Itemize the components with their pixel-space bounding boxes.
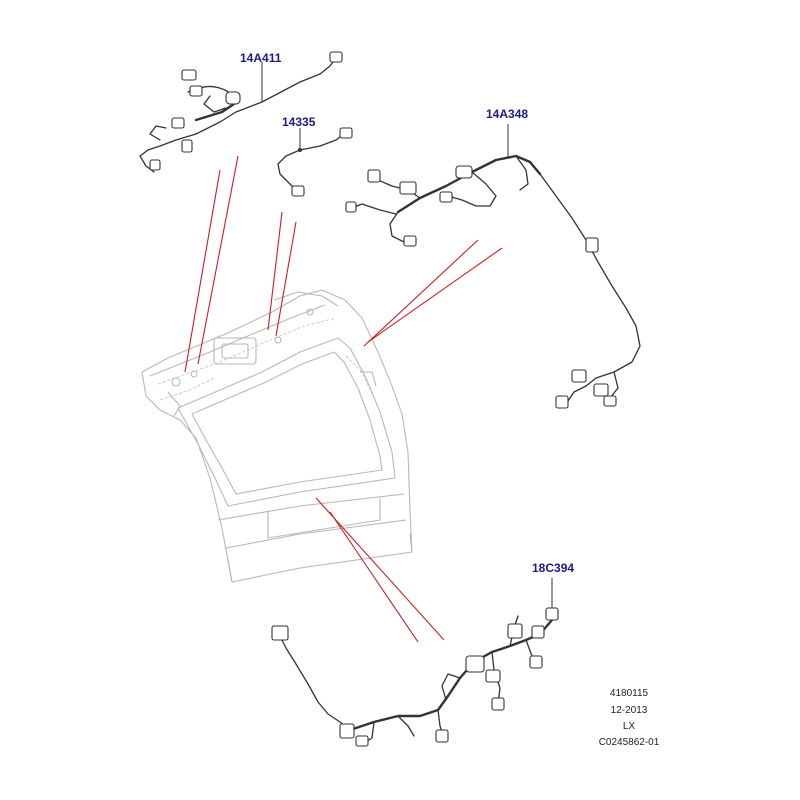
- harness-14a348: [345, 124, 641, 409]
- leader-14335-b: [275, 221, 297, 337]
- metadata-line-1: 4180115: [610, 688, 649, 699]
- harness-14335: [277, 127, 353, 197]
- leader-14a411-b: [184, 169, 221, 373]
- callout-18c394: 18C394: [532, 561, 574, 575]
- tailgate-outline: [141, 289, 413, 583]
- leader-18c394-a: [315, 497, 445, 641]
- callout-14a348: 14A348: [486, 107, 528, 121]
- callout-14335: 14335: [282, 115, 316, 129]
- leader-lines: [184, 155, 503, 643]
- metadata-line-3: LX: [623, 721, 636, 732]
- harness-14a411: [139, 51, 343, 173]
- leader-18c394-b: [329, 511, 419, 643]
- metadata-line-4: C0245862-01: [599, 737, 660, 748]
- leader-14a348-a: [363, 239, 479, 347]
- callout-14a411: 14A411: [240, 51, 282, 65]
- diagram-metadata: 4180115 12-2013 LX C0245862-01: [599, 688, 660, 748]
- leader-14a348-b: [367, 247, 503, 343]
- leader-14a411-a: [197, 155, 239, 365]
- harness-18c394: [271, 578, 559, 747]
- leader-14335-a: [267, 211, 283, 331]
- metadata-line-2: 12-2013: [611, 705, 648, 716]
